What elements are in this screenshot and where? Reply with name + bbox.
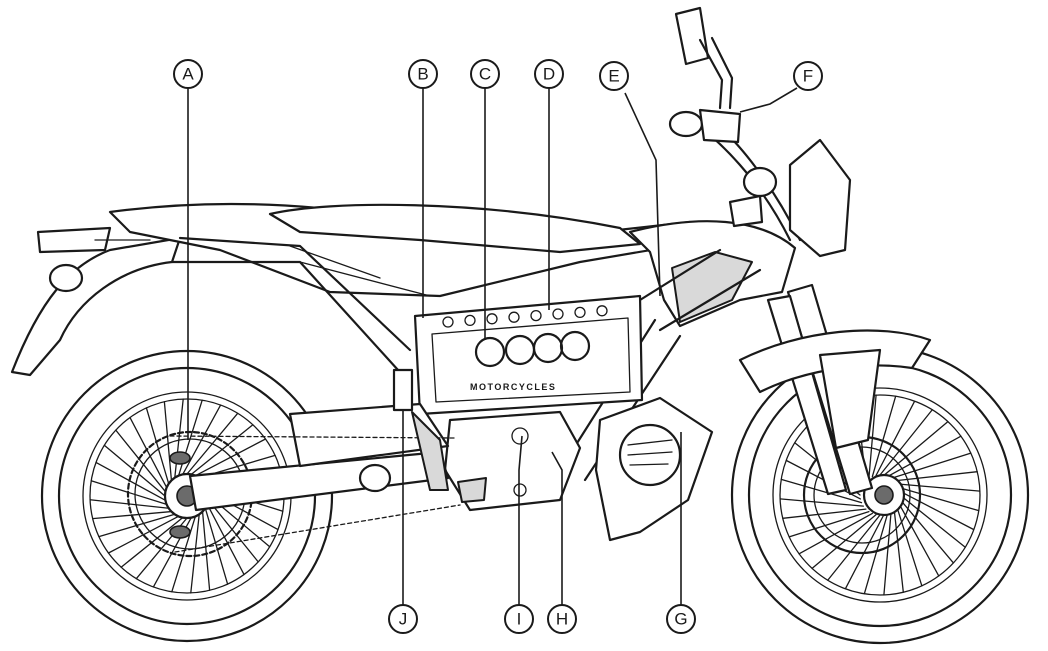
battery-port	[442, 316, 454, 328]
wheel-spoke	[115, 429, 167, 493]
battery-port	[530, 309, 542, 322]
callout-F: F	[793, 61, 823, 91]
wheel-spoke	[174, 398, 184, 479]
front-wheel	[730, 345, 1030, 645]
wheel-spoke	[898, 490, 975, 531]
wheel-spoke	[103, 444, 166, 497]
wheel-spoke	[827, 514, 881, 581]
callout-label-F: F	[803, 67, 813, 86]
brand-tagline: MOTORCYCLES	[470, 382, 556, 392]
wheel-spoke	[898, 498, 955, 564]
callout-B: B	[408, 59, 438, 89]
wheel-spoke	[890, 452, 972, 480]
callout-J: J	[388, 604, 418, 634]
wheel-spoke	[163, 401, 173, 482]
zero-logo: MOTORCYCLES	[470, 330, 591, 392]
wheel-spoke	[171, 515, 197, 593]
rear-fender	[10, 226, 182, 377]
wheel-spoke	[145, 407, 170, 485]
wheel-spoke	[897, 486, 980, 512]
wheel-spoke	[798, 512, 873, 555]
battery-port	[552, 308, 564, 320]
wheel-spoke	[875, 400, 916, 477]
wheel-spoke	[879, 409, 933, 476]
wheel-spoke	[95, 461, 167, 501]
wheel-spoke	[782, 508, 867, 519]
wheel-spoke	[868, 394, 877, 480]
wheel-spoke	[883, 510, 892, 596]
wheel-spoke	[844, 513, 885, 590]
callout-label-A: A	[182, 65, 194, 84]
battery-port	[486, 313, 498, 325]
callout-C: C	[470, 59, 500, 89]
wheel-spoke	[207, 499, 259, 563]
callout-label-B: B	[417, 65, 428, 84]
battery-port	[508, 311, 520, 323]
swingarm	[188, 402, 450, 512]
wheel-spoke	[129, 416, 168, 489]
handlebar	[668, 108, 852, 258]
callout-G: G	[666, 604, 696, 634]
battery-box	[413, 294, 644, 416]
wheel-spoke	[811, 513, 877, 570]
wheel-spoke	[895, 505, 923, 587]
wheel-spoke	[204, 507, 229, 585]
side-panel	[594, 396, 714, 542]
callout-label-H: H	[556, 610, 568, 629]
wheel-spoke	[206, 503, 245, 576]
mirror	[674, 6, 734, 110]
callout-D: D	[534, 59, 564, 89]
wheel-spoke	[863, 512, 889, 595]
wheel-spoke	[201, 510, 211, 591]
callout-label-J: J	[399, 610, 408, 629]
callout-H: H	[547, 604, 577, 634]
callout-label-C: C	[479, 65, 491, 84]
wheel-spoke	[190, 513, 200, 594]
drive-chain	[169, 435, 461, 553]
battery-port	[574, 306, 586, 319]
wheel-spoke	[893, 508, 904, 593]
callout-label-D: D	[543, 65, 555, 84]
seat-body	[108, 202, 712, 298]
front-shroud	[628, 220, 797, 328]
rear-shock	[392, 368, 487, 503]
wheel-spoke	[899, 494, 966, 548]
wheel-spoke	[788, 510, 870, 538]
wheel-spoke	[895, 483, 981, 492]
callout-E: E	[599, 61, 629, 91]
callout-A: A	[173, 59, 203, 89]
callout-leaders	[187, 87, 798, 605]
callout-label-G: G	[674, 610, 687, 629]
wheel-spoke	[871, 395, 897, 478]
front-fork	[738, 283, 932, 496]
battery-port	[464, 314, 476, 327]
callout-label-E: E	[608, 67, 619, 86]
callout-label-I: I	[517, 610, 522, 629]
battery-port	[596, 305, 608, 317]
wheel-spoke	[887, 435, 962, 478]
callout-I: I	[504, 604, 534, 634]
wheel-spoke	[779, 498, 865, 507]
wheel-spoke	[780, 478, 863, 504]
wheel-spoke	[883, 420, 949, 477]
